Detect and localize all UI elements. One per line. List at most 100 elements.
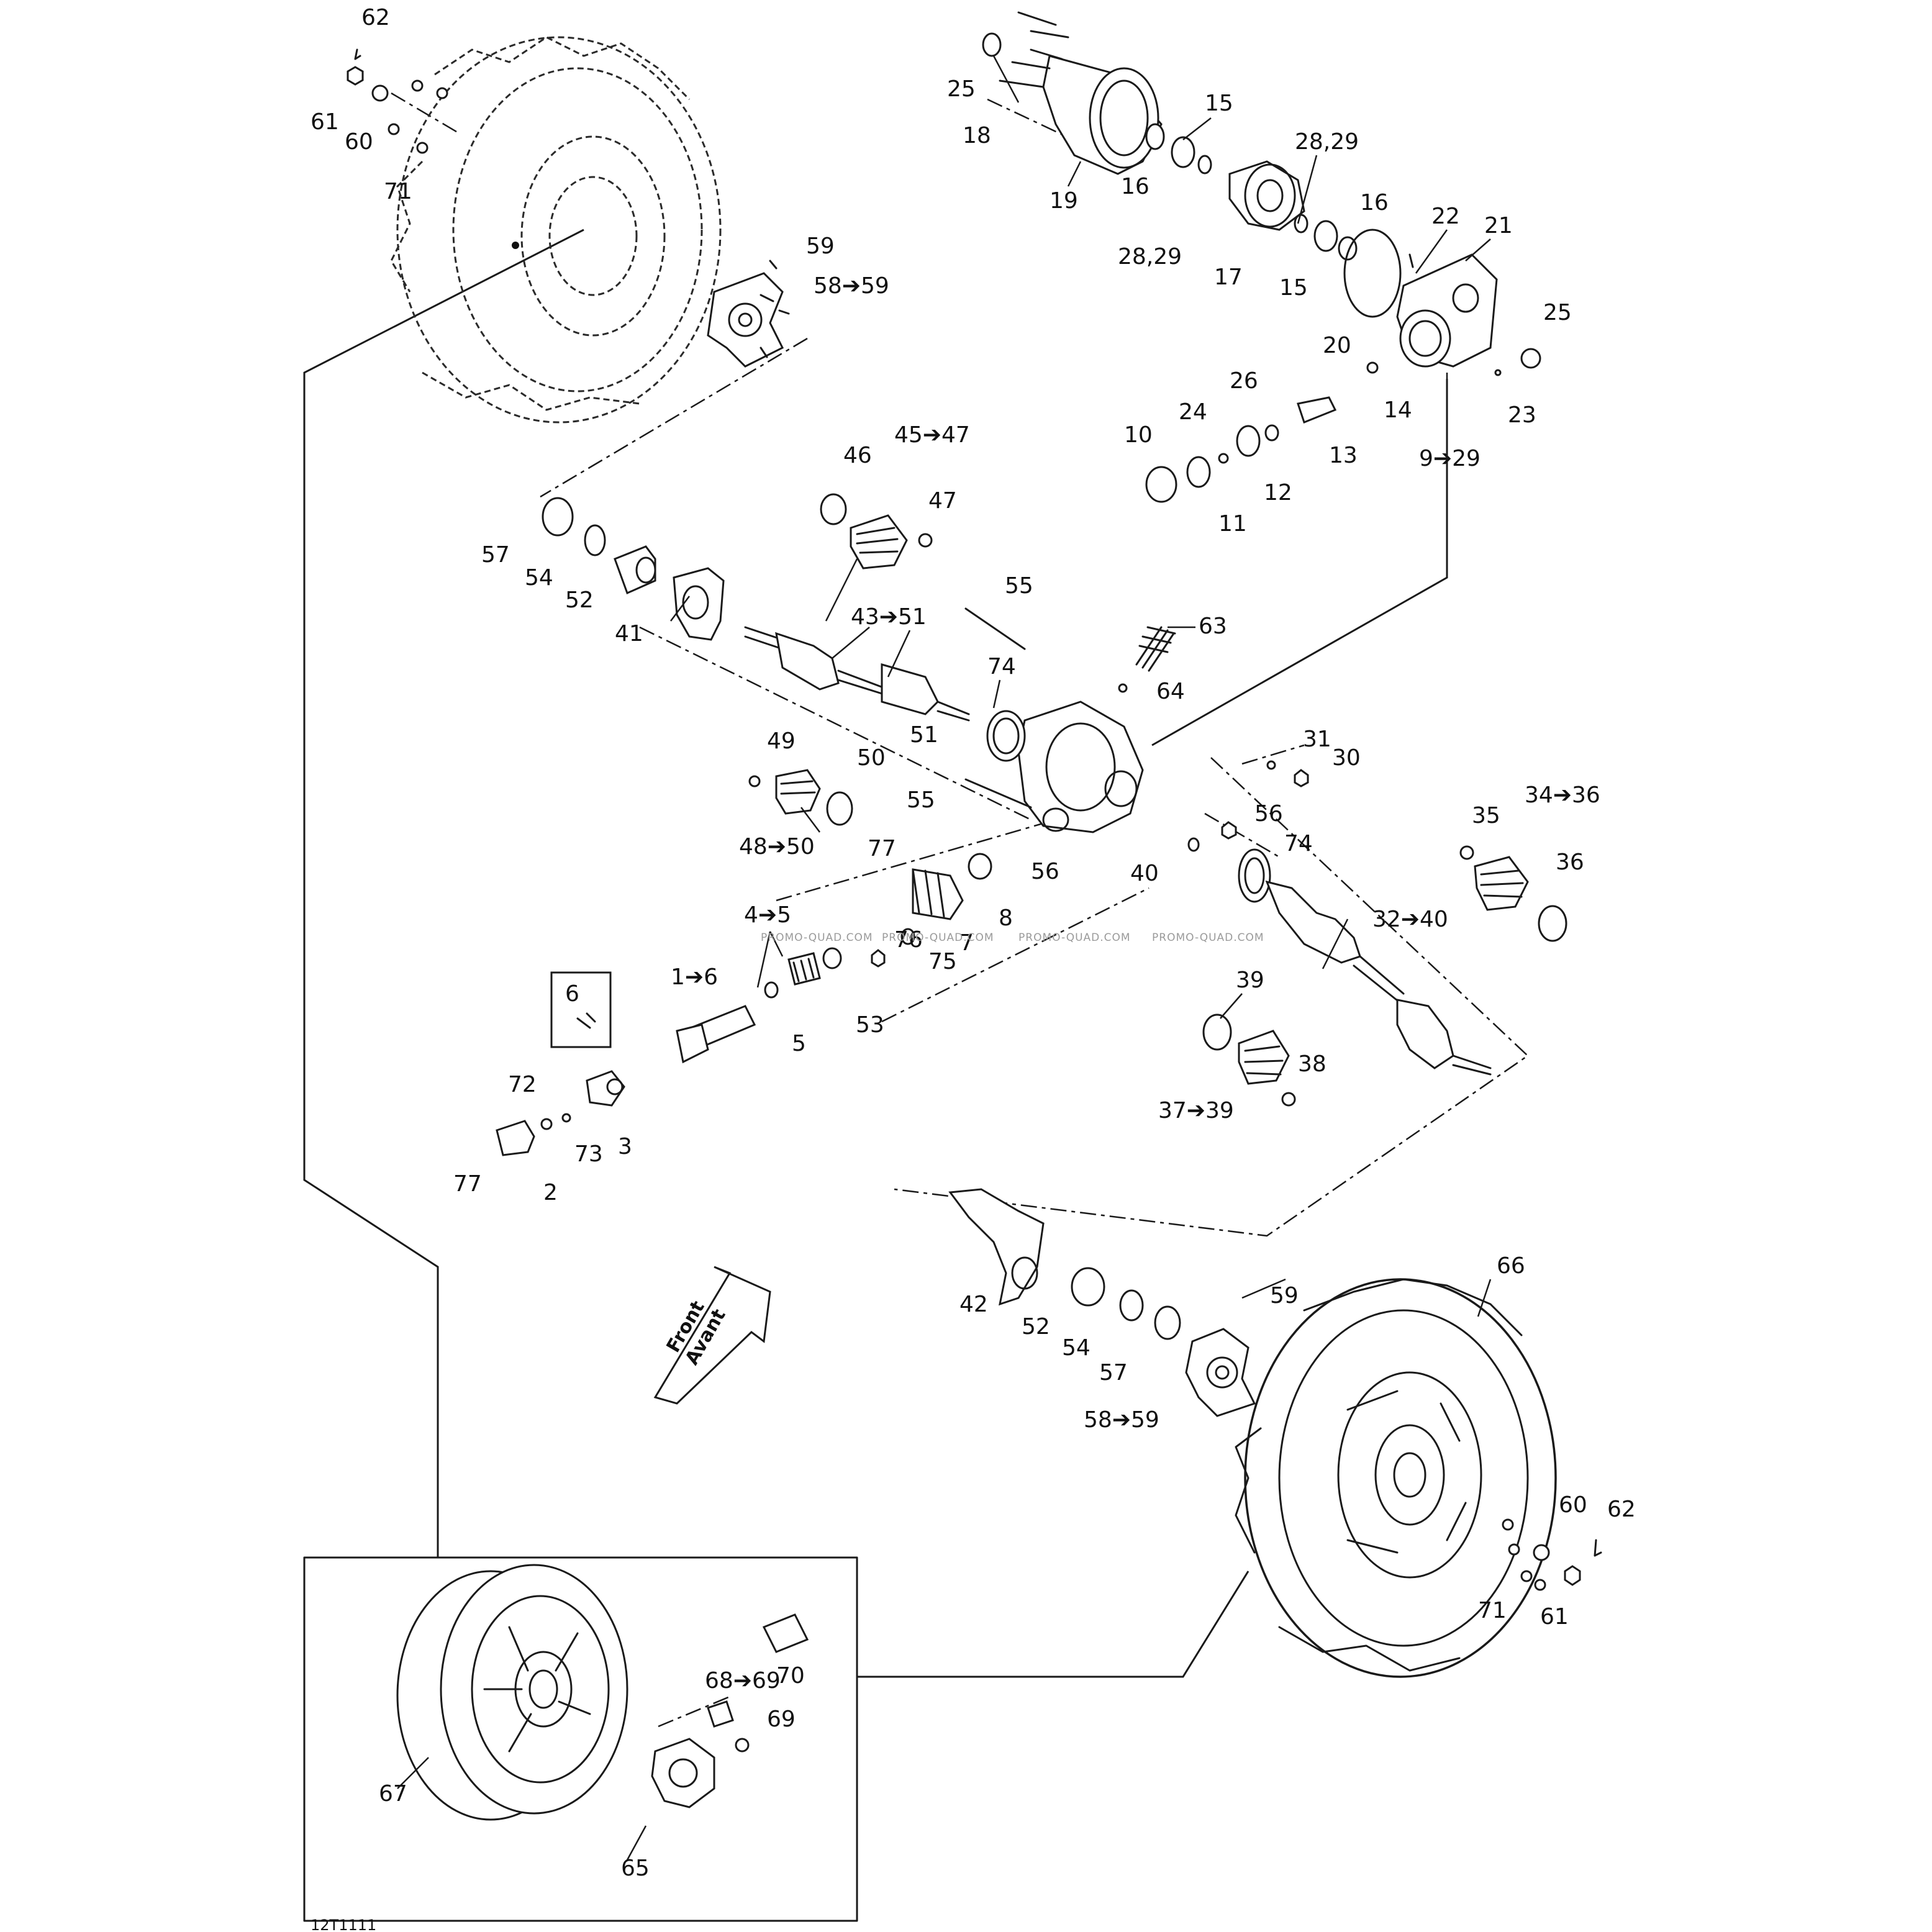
callout-60-top: 60 (345, 129, 373, 155)
callout-8: 8 (999, 905, 1013, 931)
watermark-4: PROMO-QUAD.COM (1152, 932, 1264, 944)
callout-31: 31 (1303, 727, 1331, 752)
callout-35: 35 (1472, 803, 1500, 828)
callout-64: 64 (1156, 679, 1185, 704)
callout-54-left: 54 (525, 565, 553, 591)
propeller-shaft (676, 853, 992, 1064)
callout-23: 23 (1508, 402, 1536, 428)
callout-4-5: 4➔5 (744, 902, 791, 928)
callout-55-mid: 55 (907, 787, 935, 813)
callout-65: 65 (621, 1856, 650, 1881)
callout-38: 38 (1298, 1051, 1327, 1077)
callout-62-top: 62 (361, 5, 390, 30)
callout-53: 53 (856, 1012, 884, 1038)
callout-49: 49 (767, 728, 796, 754)
callout-47: 47 (928, 488, 957, 514)
u-joint-kit (496, 971, 625, 1156)
diagram-code: 12T1111 (311, 1916, 376, 1932)
callout-70: 70 (776, 1663, 805, 1689)
callout-50: 50 (857, 745, 886, 771)
callout-48-50: 48➔50 (739, 834, 815, 859)
wheel-inset (303, 1556, 858, 1922)
callout-16-top: 16 (1121, 174, 1150, 199)
callout-72: 72 (508, 1072, 537, 1097)
callout-16-right: 16 (1360, 190, 1389, 215)
callout-52-left: 52 (565, 587, 594, 613)
callout-75: 75 (928, 949, 957, 974)
boot-kit-37-39 (1202, 1014, 1296, 1107)
callout-52-bottom: 52 (1022, 1314, 1050, 1340)
callout-1-6: 1➔6 (671, 964, 718, 990)
callout-59-top: 59 (806, 234, 835, 259)
callout-20: 20 (1323, 333, 1351, 358)
callout-15-bottom: 15 (1279, 275, 1308, 301)
rear-drive-housing (1396, 253, 1541, 376)
callout-58-top: 58➔59 (814, 273, 889, 299)
left-tire-phantom (390, 36, 722, 424)
left-knuckle-axle (542, 497, 970, 722)
boot-kit-34-36 (1459, 845, 1567, 942)
callout-58-bottom: 58➔59 (1084, 1407, 1159, 1433)
callout-69: 69 (767, 1707, 796, 1732)
callout-36: 36 (1556, 850, 1584, 875)
callout-5: 5 (792, 1031, 806, 1056)
front-arrow (653, 1266, 771, 1405)
callout-18: 18 (963, 123, 991, 148)
callout-54-bottom: 54 (1062, 1335, 1091, 1361)
callout-6: 6 (565, 981, 579, 1007)
callout-11: 11 (1218, 511, 1247, 537)
callout-labels: 62 61 60 71 59 58➔59 25 18 19 15 16 28,2… (311, 5, 1636, 1881)
callout-55-top: 55 (1005, 573, 1033, 599)
leader-lines (397, 55, 1492, 1861)
rear-drive-housing-cover (982, 11, 1163, 175)
callout-42: 42 (959, 1292, 988, 1317)
lug-nuts-bottom-right (1502, 1518, 1602, 1591)
right-side-parts (1187, 760, 1309, 903)
callout-71-bottom: 71 (1478, 1598, 1507, 1623)
callout-74-right: 74 (1284, 831, 1313, 856)
callout-60-bottom: 60 (1559, 1492, 1587, 1518)
pinion-assembly (1145, 361, 1379, 503)
callout-45-47: 45➔47 (894, 422, 970, 448)
callout-7: 7 (959, 930, 974, 956)
callout-56-right: 56 (1254, 801, 1283, 827)
callout-2: 2 (543, 1180, 558, 1205)
callout-32-40: 32➔40 (1372, 907, 1448, 932)
alignment-lines (391, 92, 1529, 1728)
callout-61-bottom: 61 (1540, 1604, 1569, 1630)
callout-28-29-bottom: 28,29 (1118, 244, 1182, 270)
callout-43-51: 43➔51 (851, 604, 927, 630)
callout-22: 22 (1431, 204, 1460, 229)
callout-77-bottom: 77 (453, 1171, 482, 1197)
differential-housing (964, 607, 1144, 833)
callout-66: 66 (1497, 1253, 1525, 1279)
callout-61-top: 61 (311, 109, 339, 135)
callout-14: 14 (1384, 397, 1412, 423)
watermark-2: PROMO-QUAD.COM (882, 932, 994, 944)
callout-37-39: 37➔39 (1158, 1098, 1234, 1123)
callout-63: 63 (1199, 614, 1227, 639)
callout-17: 17 (1214, 265, 1243, 290)
callout-25-top: 25 (947, 76, 976, 102)
callout-40: 40 (1130, 861, 1159, 886)
watermark-3: PROMO-QUAD.COM (1018, 932, 1131, 944)
callout-24: 24 (1179, 399, 1207, 425)
callout-9-29: 9➔29 (1419, 446, 1481, 471)
callout-10: 10 (1124, 422, 1153, 448)
callout-19: 19 (1050, 188, 1078, 214)
callout-21: 21 (1484, 213, 1513, 238)
callout-76: 76 (894, 927, 923, 953)
callout-57-bottom: 57 (1099, 1360, 1128, 1386)
callout-56-mid: 56 (1031, 859, 1059, 884)
callout-73: 73 (574, 1141, 603, 1167)
callout-51: 51 (910, 722, 938, 748)
callout-13: 13 (1329, 443, 1358, 468)
right-knuckle (948, 1188, 1181, 1340)
callout-30: 30 (1332, 745, 1361, 771)
callout-74-top: 74 (987, 654, 1016, 679)
lug-nuts-top-left (347, 48, 448, 154)
wheel-hub-bottom (1185, 1328, 1256, 1417)
callout-57-left: 57 (481, 542, 510, 568)
callout-3: 3 (618, 1134, 632, 1159)
boot-kit-45-47 (820, 493, 933, 569)
